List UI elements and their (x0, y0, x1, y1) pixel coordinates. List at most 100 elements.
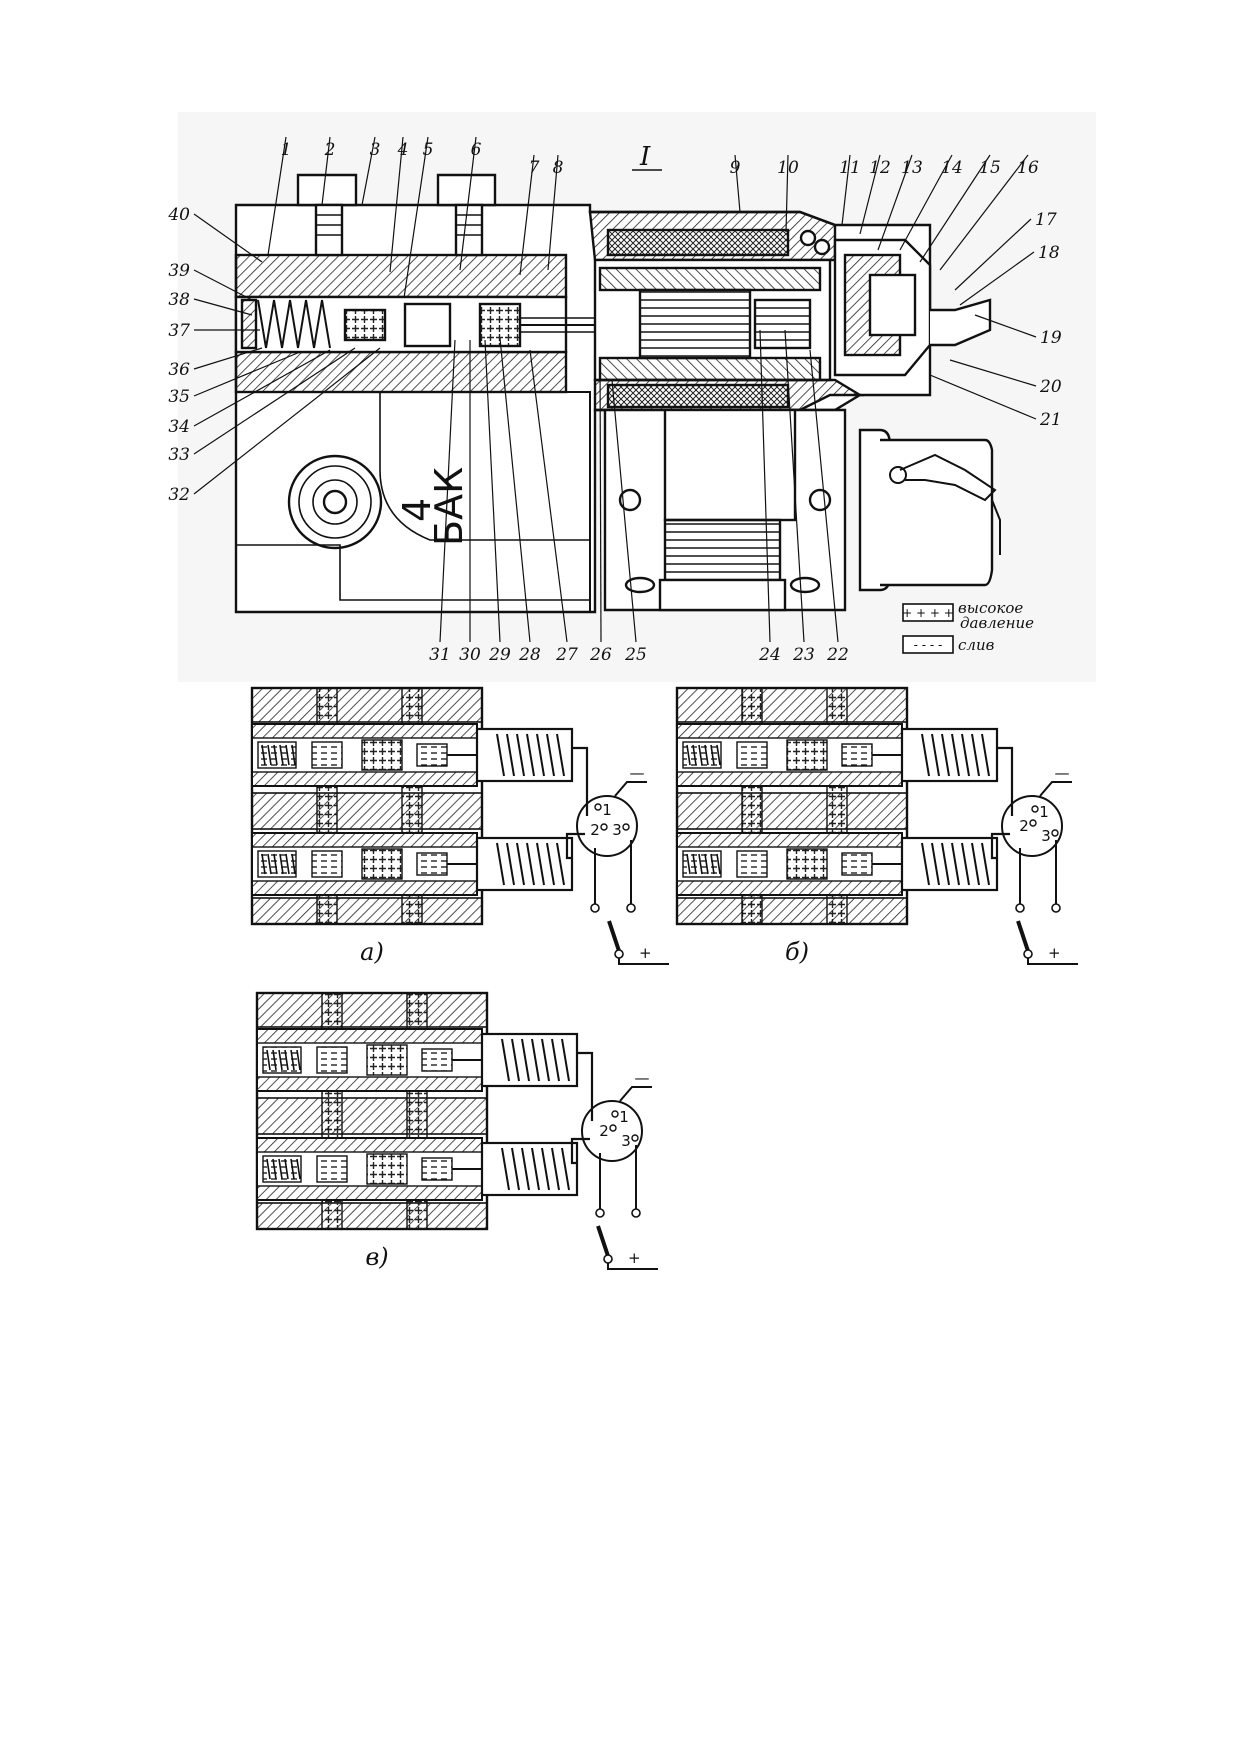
callout-5: 5 (403, 136, 434, 299)
callout-17: 17 (954, 210, 1057, 291)
terminal-pin-3: 3 (612, 821, 622, 839)
terminal-pin-2: 2 (590, 821, 600, 839)
callout-31: 31 (429, 339, 456, 665)
callout-number: 39 (168, 261, 190, 281)
callout-23: 23 (784, 329, 815, 665)
callout-27: 27 (529, 349, 578, 665)
callout-34: 34 (168, 349, 331, 437)
callout-number: 10 (777, 158, 799, 178)
callout-40: 40 (167, 205, 263, 263)
callout-30: 30 (459, 340, 481, 665)
legend-symbol-dash: - - - - (914, 638, 943, 652)
tank-port (287, 454, 383, 550)
callout-number: 24 (758, 645, 781, 665)
callout-24: 24 (758, 329, 781, 665)
minus-terminal: — (1055, 764, 1070, 782)
schematic-b: 123 — + б) (675, 686, 1078, 966)
callout-number: 35 (168, 387, 190, 407)
callout-number: 40 (167, 205, 190, 225)
minus-terminal: — (630, 764, 645, 782)
valve-housing (234, 173, 992, 614)
callout-number: 25 (624, 645, 647, 665)
callout-number: 12 (869, 158, 891, 178)
callout-number: 5 (423, 140, 434, 160)
callout-11: 11 (839, 154, 861, 226)
callout-9: 9 (730, 154, 741, 213)
plus-terminal: + (628, 1249, 641, 1267)
callout-25: 25 (611, 379, 647, 665)
callout-number: 30 (459, 645, 481, 665)
callout-number: 38 (168, 290, 190, 310)
plus-terminal: + (639, 944, 652, 962)
callout-3: 3 (361, 136, 381, 206)
callout-19: 19 (974, 314, 1062, 348)
terminal-pin-3: 3 (621, 1132, 631, 1150)
callout-number: 13 (901, 158, 923, 178)
callout-38: 38 (168, 290, 253, 316)
callout-number: 7 (529, 158, 540, 178)
callout-number: 28 (518, 645, 541, 665)
legend-symbol-cross: + + + + (902, 606, 954, 620)
callout-6: 6 (459, 136, 482, 271)
callout-number: 34 (168, 417, 190, 437)
callout-number: 16 (1017, 158, 1039, 178)
callout-number: 37 (168, 321, 190, 341)
callout-16: 16 (939, 154, 1039, 271)
callout-number: 17 (1035, 210, 1057, 230)
callout-number: 2 (324, 140, 336, 160)
callout-number: 33 (168, 445, 190, 465)
legend-label-high-1: высокое (958, 599, 1023, 617)
callout-26: 26 (589, 359, 612, 665)
plus-terminal: + (1048, 944, 1061, 962)
callout-number: 1 (281, 140, 292, 160)
solenoid-connector (603, 408, 1001, 612)
callout-18: 18 (959, 243, 1060, 306)
terminal-pin-3: 3 (1041, 827, 1051, 845)
callout-36: 36 (168, 347, 263, 380)
callout-12: 12 (859, 154, 891, 235)
callout-number: 29 (488, 645, 511, 665)
callout-number: 14 (941, 158, 963, 178)
callout-number: 11 (839, 158, 861, 178)
callout-number: 8 (553, 158, 564, 178)
schematic-caption: б) (785, 938, 809, 966)
schematic-c: 123—+в) (255, 991, 658, 1271)
callout-number: 19 (1040, 328, 1062, 348)
legend-label-high-2: давление (960, 614, 1034, 632)
callout-number: 6 (471, 140, 482, 160)
callout-number: 15 (979, 158, 1001, 178)
callout-20: 20 (949, 359, 1062, 397)
legend-item-drain: - - - - слив (902, 635, 995, 654)
minus-terminal: — (635, 1069, 650, 1087)
figure-roman-label: I (639, 142, 651, 172)
legend: + + + + высокое давление - - - - слив (902, 599, 1034, 654)
callout-15: 15 (919, 154, 1001, 263)
stencil-number: 4 (395, 498, 439, 522)
terminal-pin-1: 1 (1039, 803, 1049, 821)
terminal-pin-2: 2 (599, 1122, 609, 1140)
callout-32: 32 (168, 347, 381, 505)
callout-35: 35 (168, 351, 301, 407)
callout-number: 21 (1039, 410, 1062, 430)
callout-number: 27 (555, 645, 578, 665)
callout-8: 8 (547, 154, 564, 271)
callout-22: 22 (809, 349, 849, 665)
callout-number: 31 (429, 645, 451, 665)
callout-number: 18 (1038, 243, 1060, 263)
callout-7: 7 (519, 154, 540, 276)
callout-13: 13 (877, 154, 923, 251)
callout-10: 10 (777, 154, 799, 233)
callout-29: 29 (484, 339, 511, 665)
callout-number: 3 (370, 140, 381, 160)
callout-number: 36 (168, 360, 190, 380)
callout-4: 4 (389, 136, 409, 273)
callout-number: 9 (730, 158, 741, 178)
callout-14: 14 (899, 154, 963, 251)
terminal-pin-1: 1 (619, 1108, 629, 1126)
callout-number: 4 (397, 140, 409, 160)
terminal-pin-2: 2 (1019, 817, 1029, 835)
stencil-word: БАК (427, 467, 471, 546)
terminal-pin-1: 1 (602, 801, 612, 819)
callout-number: 32 (168, 485, 190, 505)
